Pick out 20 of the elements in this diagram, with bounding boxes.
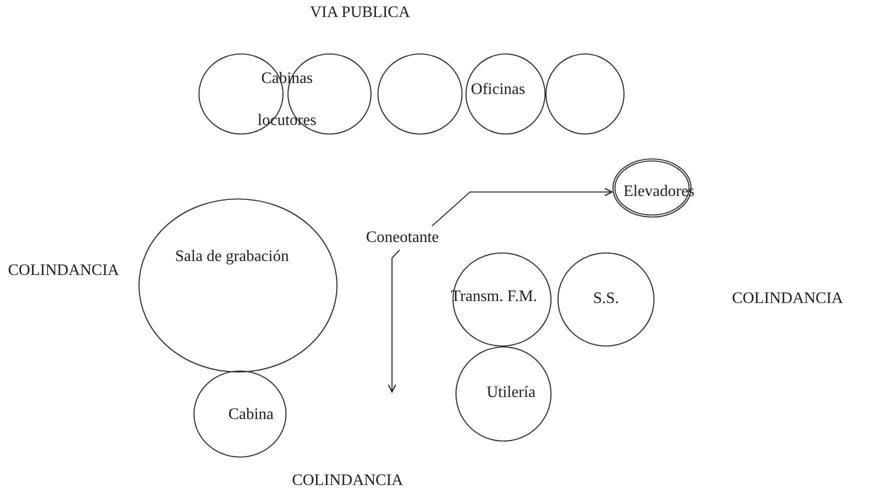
room-label: Utilería <box>486 383 536 403</box>
room-circle <box>138 198 338 373</box>
room-circle <box>452 252 552 347</box>
boundary-label: COLINDANCIA <box>732 290 844 308</box>
room-circle <box>557 252 655 347</box>
room-label: Cabina <box>227 405 275 425</box>
boundary-label: COLINDANCIA <box>292 472 404 490</box>
room-circle <box>545 53 625 135</box>
room-label: Oficinas <box>470 80 526 100</box>
corridor-label: Coneotante <box>366 228 440 248</box>
boundary-label: COLINDANCIA <box>8 262 120 280</box>
room-label: Sala de grabación <box>174 247 290 267</box>
room-label: S.S. <box>592 289 620 309</box>
arrow <box>388 250 400 393</box>
room-circle <box>193 370 287 458</box>
street-label: VIA PUBLICA <box>310 4 410 22</box>
room-circle <box>465 53 546 135</box>
room-circle <box>455 346 552 442</box>
room-circle <box>377 53 463 135</box>
arrow <box>432 188 613 226</box>
